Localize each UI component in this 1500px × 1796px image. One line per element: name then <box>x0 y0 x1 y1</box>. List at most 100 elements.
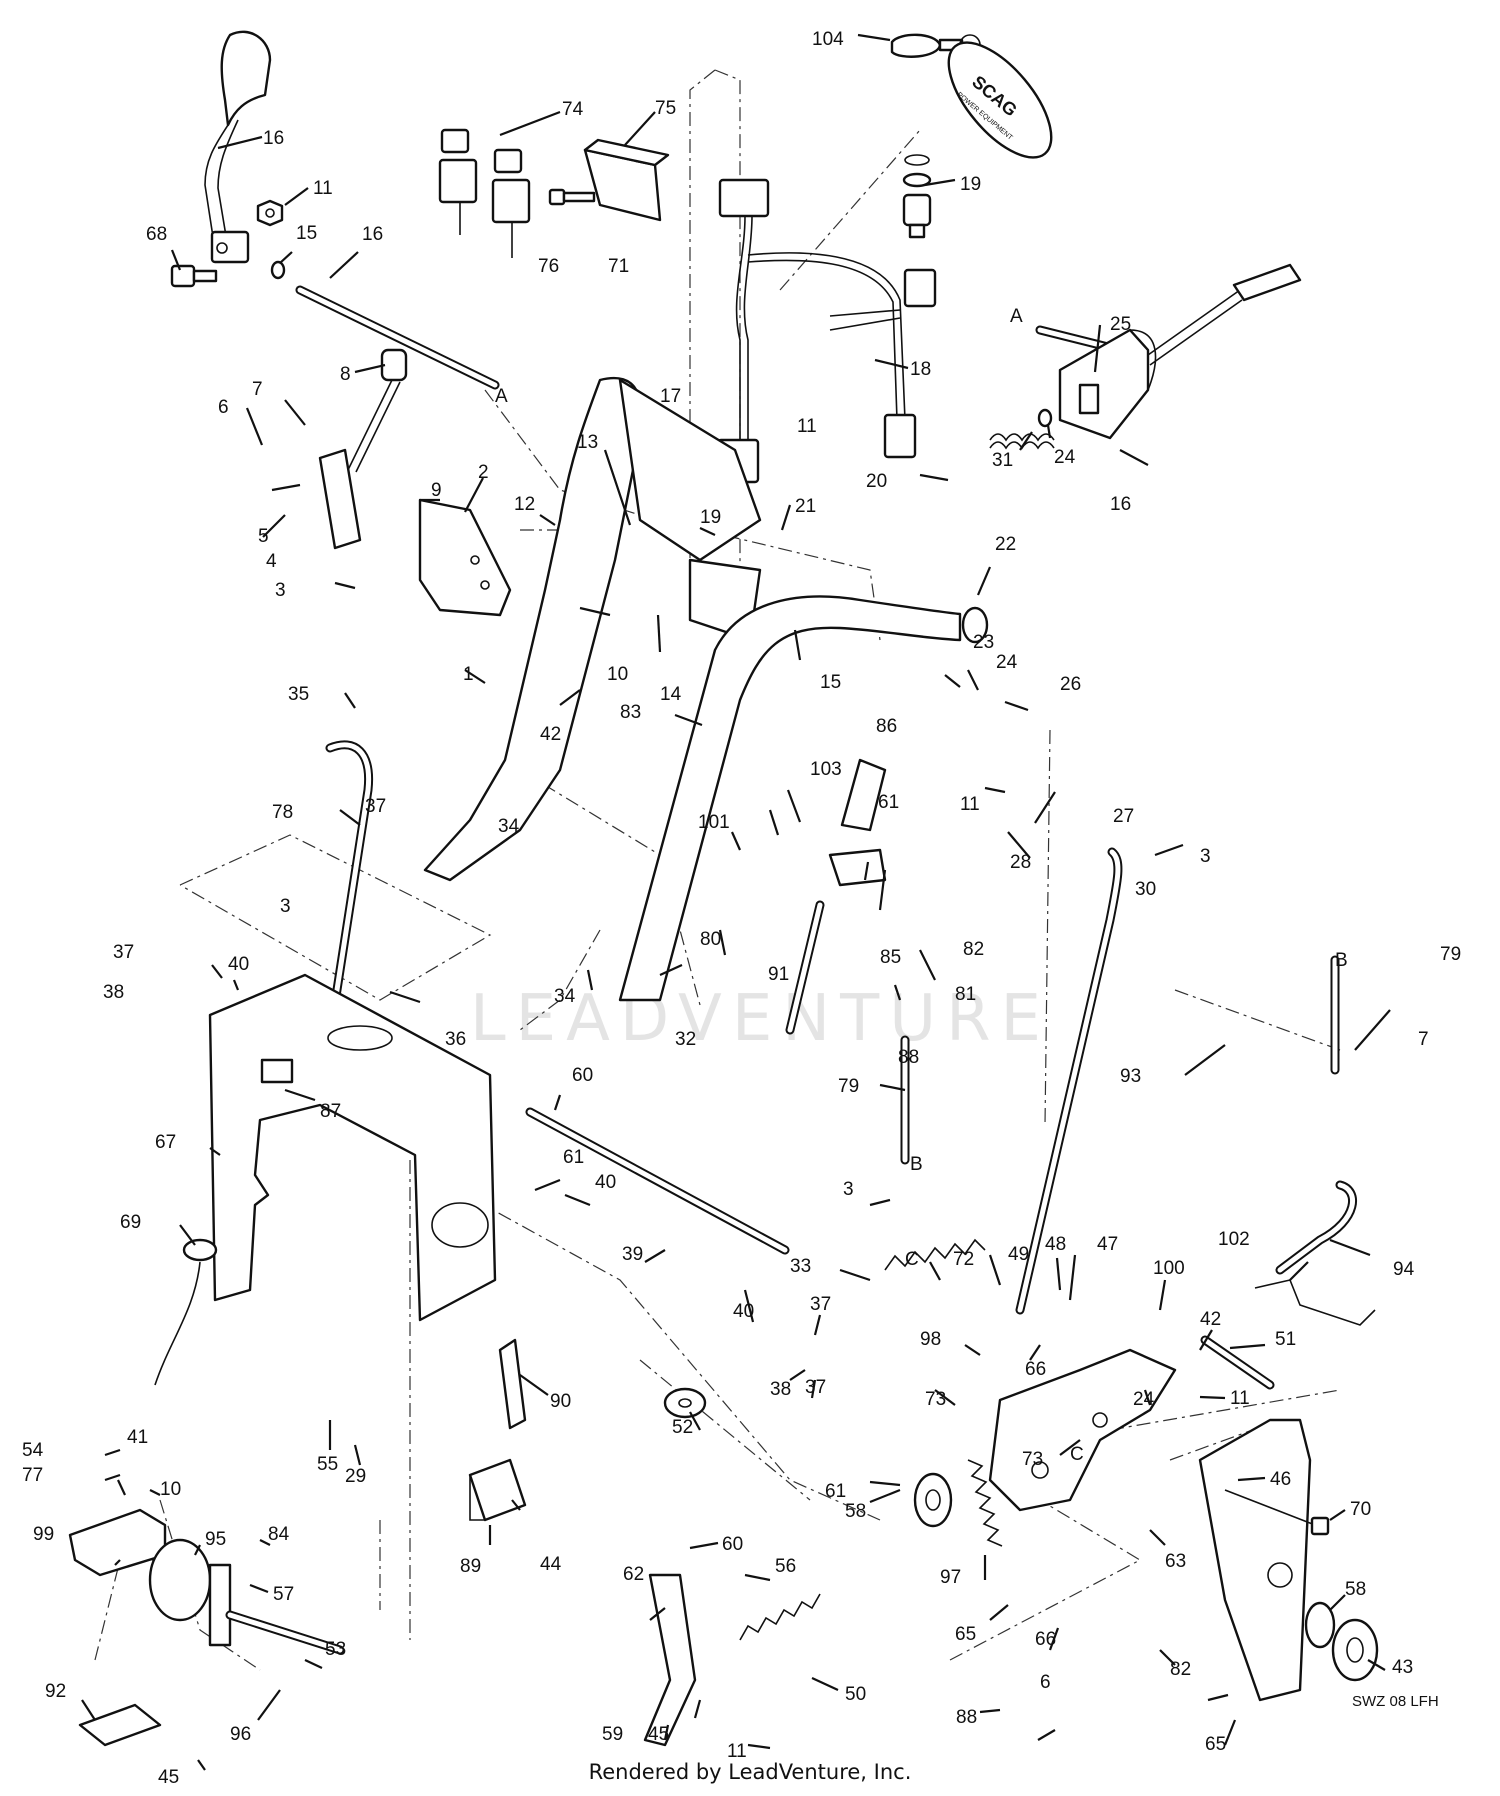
part-rod-102 <box>1254 1279 1376 1326</box>
callout-label: 22 <box>995 534 1016 555</box>
callout-label: 70 <box>1350 1499 1371 1520</box>
part-bearing-43 <box>1331 1618 1379 1682</box>
callout-label: 90 <box>550 1391 571 1412</box>
callout-label: 20 <box>866 471 887 492</box>
callout-label: 5 <box>258 526 269 547</box>
callout-label: 16 <box>263 128 284 149</box>
callout-label: 80 <box>700 929 721 950</box>
part-disc-95 <box>148 1538 212 1622</box>
callout-label: 11 <box>960 794 980 815</box>
callout-label: 67 <box>155 1132 176 1153</box>
callout-label: 37 <box>805 1377 826 1398</box>
callout-label: 47 <box>1097 1234 1118 1255</box>
callout-label: 3 <box>280 896 291 917</box>
callout-label: 39 <box>622 1244 643 1265</box>
part-brake-lever-right <box>1035 263 1302 440</box>
part-shaft-96 <box>208 1563 345 1655</box>
callout-label: 58 <box>845 1501 866 1522</box>
part-wire-harness-18 <box>716 178 937 484</box>
part-spring-50 <box>739 1593 821 1641</box>
callout-label: 1 <box>463 664 474 685</box>
callout-label: 37 <box>113 942 134 963</box>
callout-label: 77 <box>22 1465 43 1486</box>
callout-label: 45 <box>648 1724 669 1745</box>
callout-label: 72 <box>953 1249 974 1270</box>
callout-label: 60 <box>572 1065 593 1086</box>
callout-label: 32 <box>675 1029 696 1050</box>
part-bracket-90 <box>498 1338 527 1430</box>
callout-label: 23 <box>973 632 994 653</box>
callout-label: 14 <box>660 684 682 705</box>
callout-label: 93 <box>1120 1066 1141 1087</box>
callout-label: 42 <box>540 724 561 745</box>
callout-label: 99 <box>33 1524 54 1545</box>
callout-label: 44 <box>540 1554 562 1575</box>
callout-label: 29 <box>345 1466 366 1487</box>
callout-label: 60 <box>722 1534 743 1555</box>
callout-label: 66 <box>1025 1359 1046 1380</box>
callout-label: 62 <box>623 1564 644 1585</box>
part-block-99 <box>68 1508 167 1577</box>
callout-label: 40 <box>228 954 249 975</box>
callout-label: 15 <box>820 672 841 693</box>
part-ignition-switch-19 <box>902 154 932 239</box>
callout-label: 97 <box>940 1567 961 1588</box>
part-spring-31 <box>989 408 1055 450</box>
callout-label: 11 <box>1230 1388 1250 1409</box>
callout-label: 73 <box>1022 1449 1043 1470</box>
part-shaft-39 <box>525 1107 790 1255</box>
drawing-code: SWZ 08 LFH <box>1352 1693 1439 1710</box>
connector-letter: B <box>910 1154 923 1175</box>
connector-letter: B <box>1335 950 1348 971</box>
part-frame-1 <box>423 377 762 882</box>
part-plate-46 <box>1198 1418 1312 1702</box>
part-washer-15-top <box>270 260 286 280</box>
callout-label: 73 <box>925 1389 946 1410</box>
callout-label: 38 <box>770 1379 791 1400</box>
callout-label: 75 <box>655 98 676 119</box>
callout-label: 15 <box>296 223 317 244</box>
callout-label: 57 <box>273 1584 294 1605</box>
callout-label: 88 <box>898 1047 919 1068</box>
part-pulley-58 <box>913 1472 1336 1649</box>
callout-label: 11 <box>313 178 333 199</box>
part-bracket-71 <box>583 138 670 222</box>
callout-label: 63 <box>1165 1551 1186 1572</box>
part-control-lever-8 <box>318 348 408 550</box>
callout-label: 96 <box>230 1724 251 1745</box>
callout-label: 9 <box>431 480 442 501</box>
part-bracket-89 <box>468 1458 527 1522</box>
callout-label: 52 <box>672 1417 693 1438</box>
callout-label: 11 <box>727 1741 747 1762</box>
callout-label: 54 <box>22 1440 44 1461</box>
callout-label: 28 <box>1010 852 1031 873</box>
callout-label: 19 <box>960 174 981 195</box>
callout-label: 34 <box>498 816 520 837</box>
part-pedal-arm-86 <box>785 758 887 1035</box>
part-plate-2 <box>418 498 512 617</box>
callout-label: 24 <box>996 652 1018 673</box>
callout-label: 41 <box>127 1427 148 1448</box>
callout-label: 81 <box>955 984 976 1005</box>
callout-label: 102 <box>1218 1229 1250 1250</box>
callout-label: 61 <box>878 792 899 813</box>
callout-label: 38 <box>103 982 124 1003</box>
callout-label: 104 <box>812 29 844 50</box>
callout-label: 46 <box>1270 1469 1291 1490</box>
callout-label: 85 <box>880 947 901 968</box>
watermark: LEADVENTURE <box>470 982 1051 1056</box>
callout-label: 6 <box>218 397 229 418</box>
callout-label: 98 <box>920 1329 941 1350</box>
callout-label: 69 <box>120 1212 141 1233</box>
callout-label: 48 <box>1045 1234 1066 1255</box>
callout-label: 10 <box>607 664 628 685</box>
callout-label: 66 <box>1035 1629 1056 1650</box>
callout-label: 56 <box>775 1556 796 1577</box>
part-bolt-76 <box>548 188 596 206</box>
callout-label: 55 <box>317 1454 338 1475</box>
callout-label: 50 <box>845 1684 866 1705</box>
part-link-94 <box>1275 1180 1358 1275</box>
callout-label: 53 <box>325 1639 346 1660</box>
callout-label: 11 <box>797 416 817 437</box>
callout-label: 12 <box>514 494 535 515</box>
